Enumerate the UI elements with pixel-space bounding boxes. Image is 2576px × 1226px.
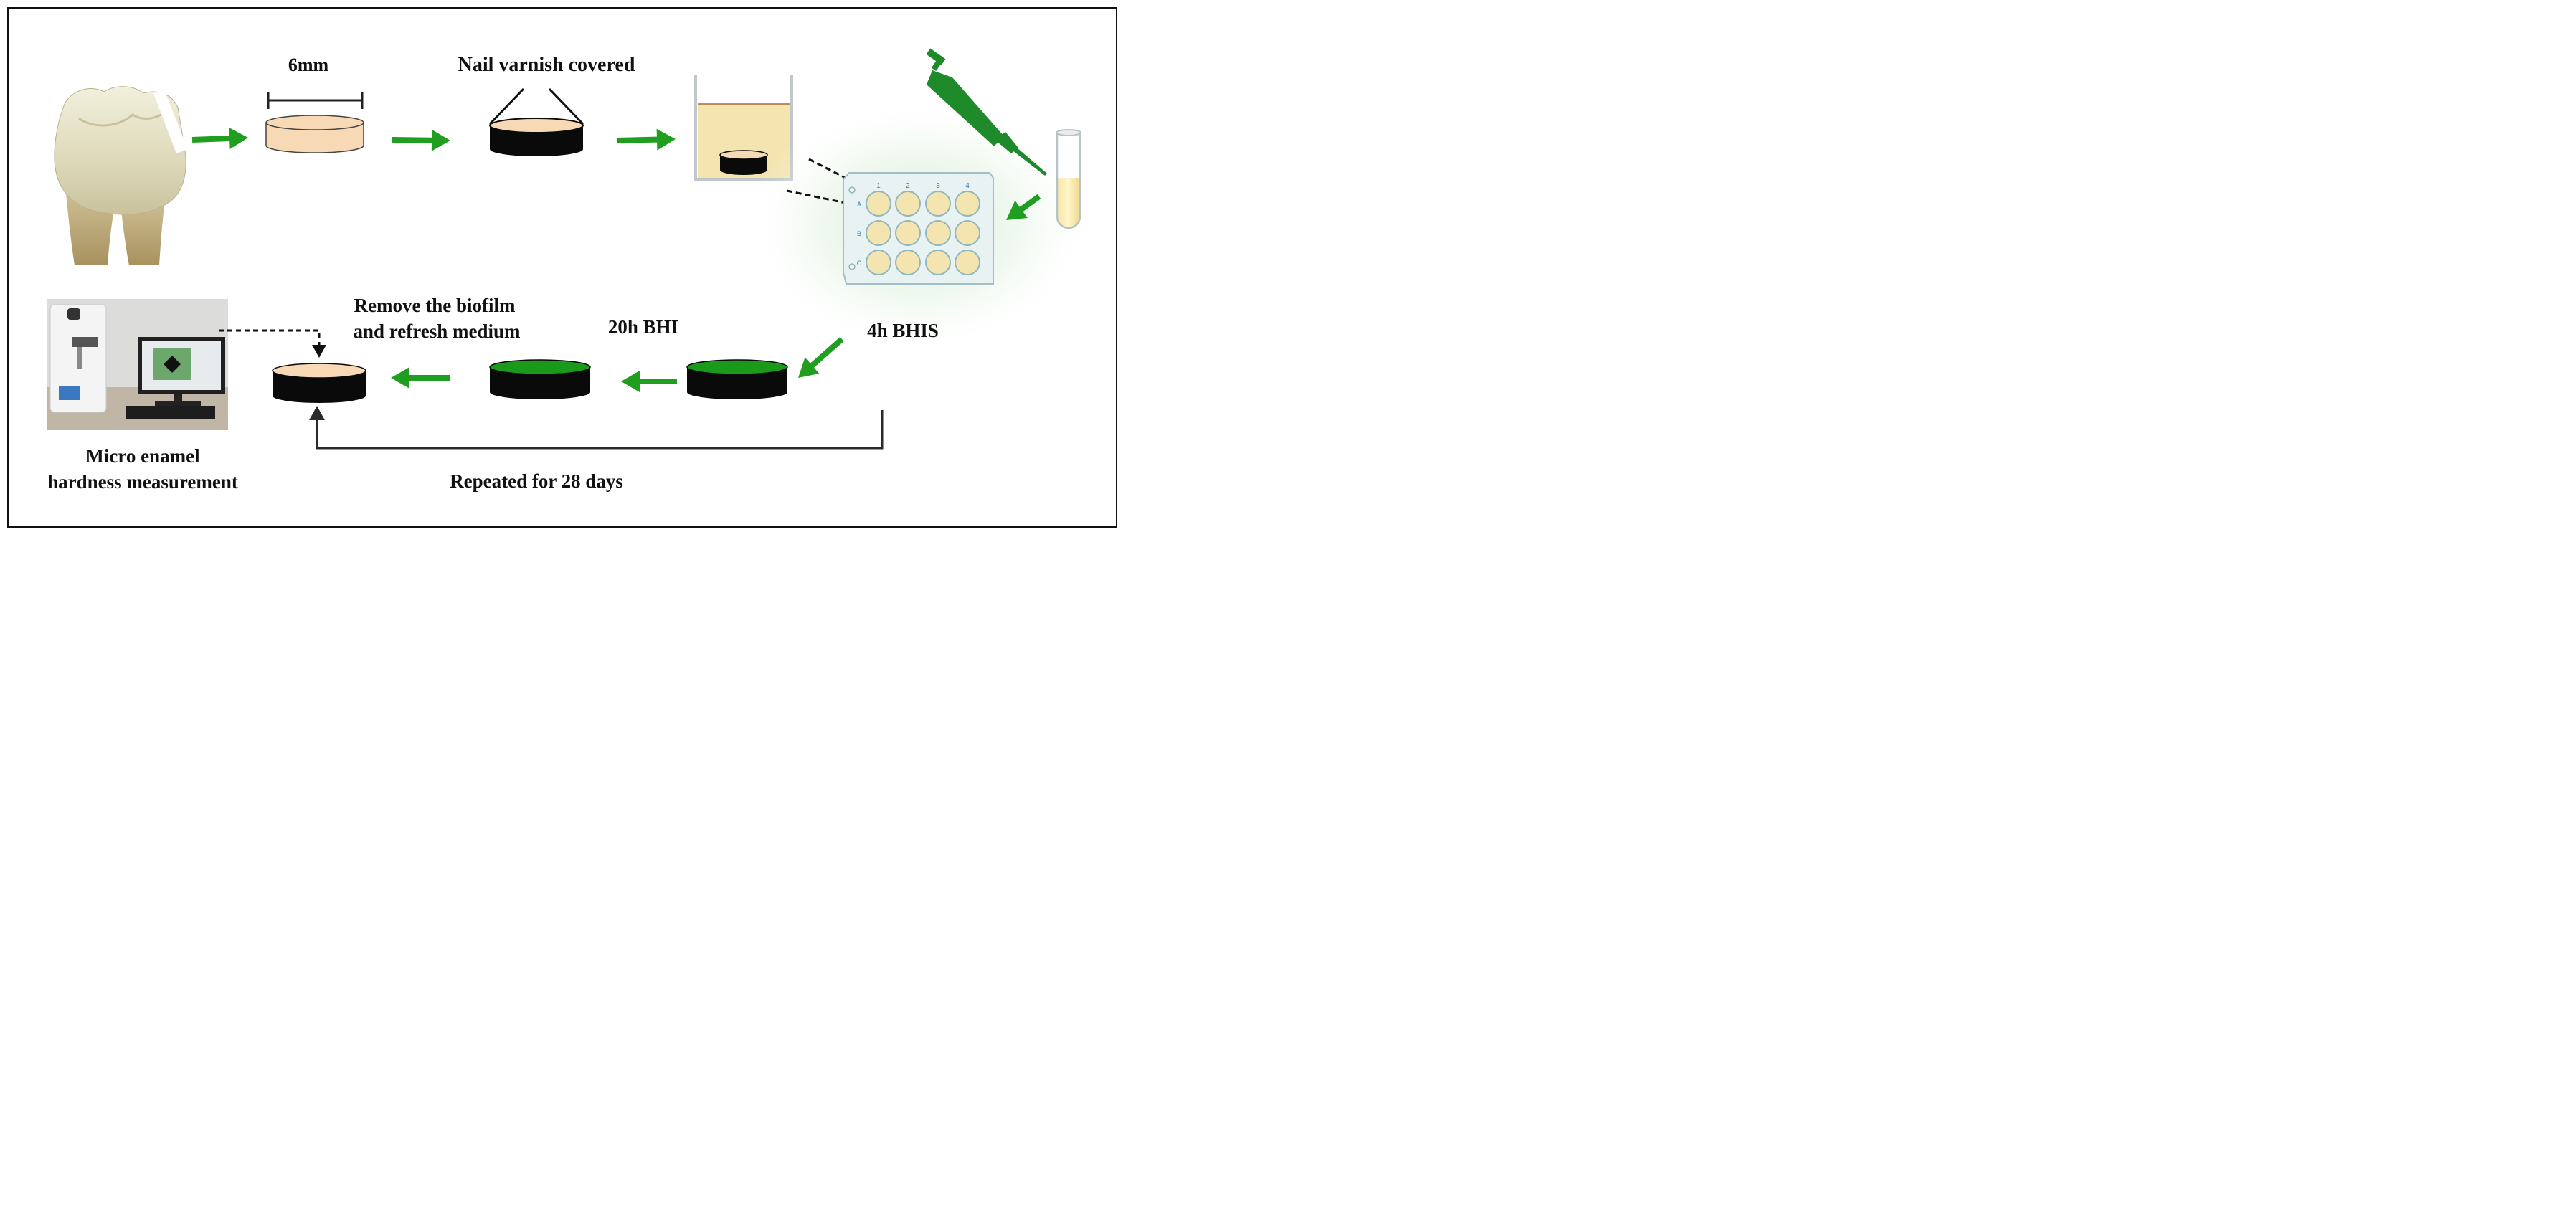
well <box>895 191 921 217</box>
well <box>925 250 951 275</box>
varnished-disc <box>488 87 584 156</box>
plate-row-label: C <box>857 260 862 267</box>
pipette-icon <box>926 48 1047 176</box>
biofilm-disc-4h <box>686 359 788 399</box>
plate-column-label: 3 <box>936 182 940 190</box>
well <box>955 191 980 217</box>
plate-column-label: 4 <box>965 182 970 190</box>
workflow-diagram: 6mm Nail varnish covered 1 2 3 4 A B C <box>7 7 1117 528</box>
cleaned-disc <box>272 363 366 403</box>
hardness-label-line2: hardness measurement <box>47 471 238 493</box>
well-plate: 1 2 3 4 A B C <box>843 172 994 285</box>
remove-label-line2: and refresh medium <box>353 320 521 342</box>
tooth-illustration <box>54 86 188 265</box>
beaker-to-plate-connector <box>808 158 868 191</box>
remove-label-line1: Remove the biofilm <box>354 295 516 316</box>
measurement-connector <box>219 329 326 358</box>
beaker-to-plate-connector <box>786 189 863 208</box>
plate-row-label: A <box>857 201 861 208</box>
plate-column-label: 1 <box>876 182 881 190</box>
process-arrow <box>621 371 677 392</box>
hardness-label-line1: Micro enamel <box>85 445 200 467</box>
diameter-bar <box>267 92 364 109</box>
bhis-label: 4h BHIS <box>867 320 939 341</box>
well <box>895 250 921 275</box>
enamel-disc <box>265 115 364 153</box>
bhi-label: 20h BHI <box>608 316 678 338</box>
varnish-label: Nail varnish covered <box>458 54 635 76</box>
well <box>866 191 891 217</box>
process-arrow <box>392 129 450 151</box>
well <box>925 191 951 217</box>
hardness-tester-photo <box>47 299 228 430</box>
process-arrow <box>191 128 248 149</box>
well <box>866 250 891 275</box>
process-arrow <box>1006 194 1041 220</box>
plate-column-label: 2 <box>906 182 910 190</box>
figure-frame <box>7 7 1117 528</box>
well <box>955 220 980 246</box>
well <box>955 250 980 275</box>
process-arrow <box>391 367 450 389</box>
well <box>866 220 891 246</box>
test-tube-icon <box>1056 129 1081 229</box>
process-arrow <box>798 337 844 378</box>
diameter-label: 6mm <box>288 54 329 75</box>
plate-row-label: B <box>857 230 861 237</box>
well <box>925 220 951 246</box>
process-arrow <box>616 128 676 151</box>
repeat-label: Repeated for 28 days <box>450 470 623 492</box>
biofilm-disc-20h <box>489 359 591 399</box>
well <box>895 220 921 246</box>
repeat-loop-arrow <box>309 406 884 450</box>
